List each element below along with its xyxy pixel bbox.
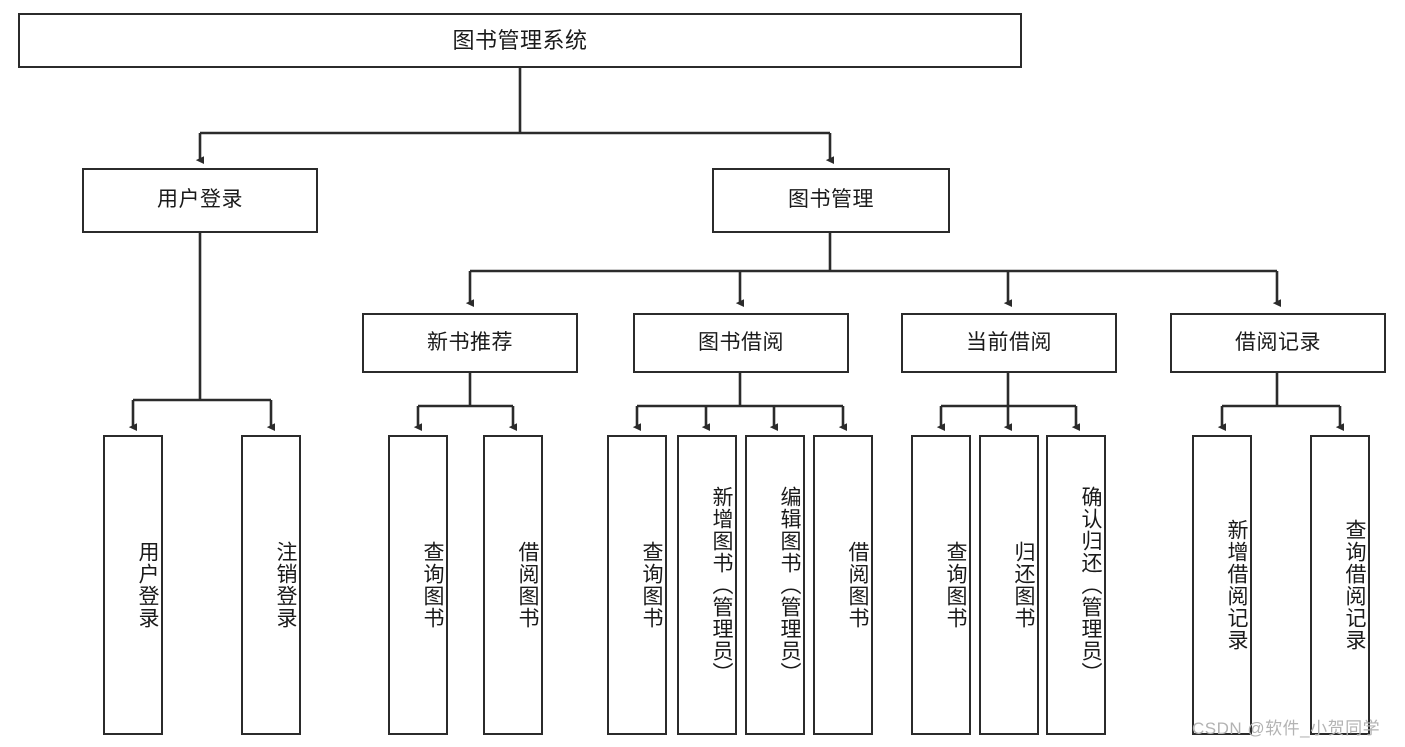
node-leaf-query-book-recommend[interactable]: 查询图书 (388, 435, 448, 735)
node-leaf-borrow-book-borrow[interactable]: 借阅图书 (813, 435, 873, 735)
node-label: 用户登录 (157, 188, 243, 212)
node-label: 借阅图书 (846, 541, 869, 629)
node-label: 借阅记录 (1235, 330, 1321, 354)
node-label: 查询图书 (640, 541, 663, 629)
node-label: 图书管理系统 (452, 27, 588, 53)
node-label: 借阅图书 (516, 541, 539, 629)
node-current-borrow[interactable]: 当前借阅 (901, 313, 1117, 373)
node-label: 用户登录 (136, 541, 159, 629)
node-user-login[interactable]: 用户登录 (82, 168, 318, 233)
node-leaf-user-login[interactable]: 用户登录 (103, 435, 163, 735)
node-leaf-borrow-book-recommend[interactable]: 借阅图书 (483, 435, 543, 735)
node-leaf-query-book-current[interactable]: 查询图书 (911, 435, 971, 735)
node-leaf-query-book-borrow[interactable]: 查询图书 (607, 435, 667, 735)
node-label: 归还图书 (1012, 541, 1035, 629)
node-leaf-add-borrow-record[interactable]: 新增借阅记录 (1192, 435, 1252, 735)
node-borrow-record[interactable]: 借阅记录 (1170, 313, 1386, 373)
node-leaf-confirm-return-admin[interactable]: 确认归还（管理员） (1046, 435, 1106, 735)
node-book-management[interactable]: 图书管理 (712, 168, 950, 233)
node-label: 查询图书 (944, 541, 967, 629)
node-label: 查询图书 (421, 541, 444, 629)
node-leaf-query-borrow-record[interactable]: 查询借阅记录 (1310, 435, 1370, 735)
node-label: 确认归还（管理员） (1079, 486, 1102, 684)
csdn-watermark: CSDN @软件_小贺同学 (1192, 719, 1381, 738)
node-label: 新增图书（管理员） (710, 486, 733, 684)
node-label: 图书管理 (788, 188, 874, 212)
node-label: 图书借阅 (698, 330, 784, 354)
node-new-book-recommend[interactable]: 新书推荐 (362, 313, 578, 373)
node-label: 新增借阅记录 (1225, 519, 1248, 651)
node-root-book-management-system[interactable]: 图书管理系统 (18, 13, 1022, 68)
node-label: 查询借阅记录 (1343, 519, 1366, 651)
node-leaf-edit-book-admin[interactable]: 编辑图书（管理员） (745, 435, 805, 735)
node-leaf-logout-login[interactable]: 注销登录 (241, 435, 301, 735)
node-label: 编辑图书（管理员） (778, 486, 801, 684)
node-book-borrow[interactable]: 图书借阅 (633, 313, 849, 373)
node-label: 当前借阅 (966, 330, 1052, 354)
node-label: 新书推荐 (427, 330, 513, 354)
node-leaf-add-book-admin[interactable]: 新增图书（管理员） (677, 435, 737, 735)
node-leaf-return-book[interactable]: 归还图书 (979, 435, 1039, 735)
node-label: 注销登录 (274, 541, 297, 629)
